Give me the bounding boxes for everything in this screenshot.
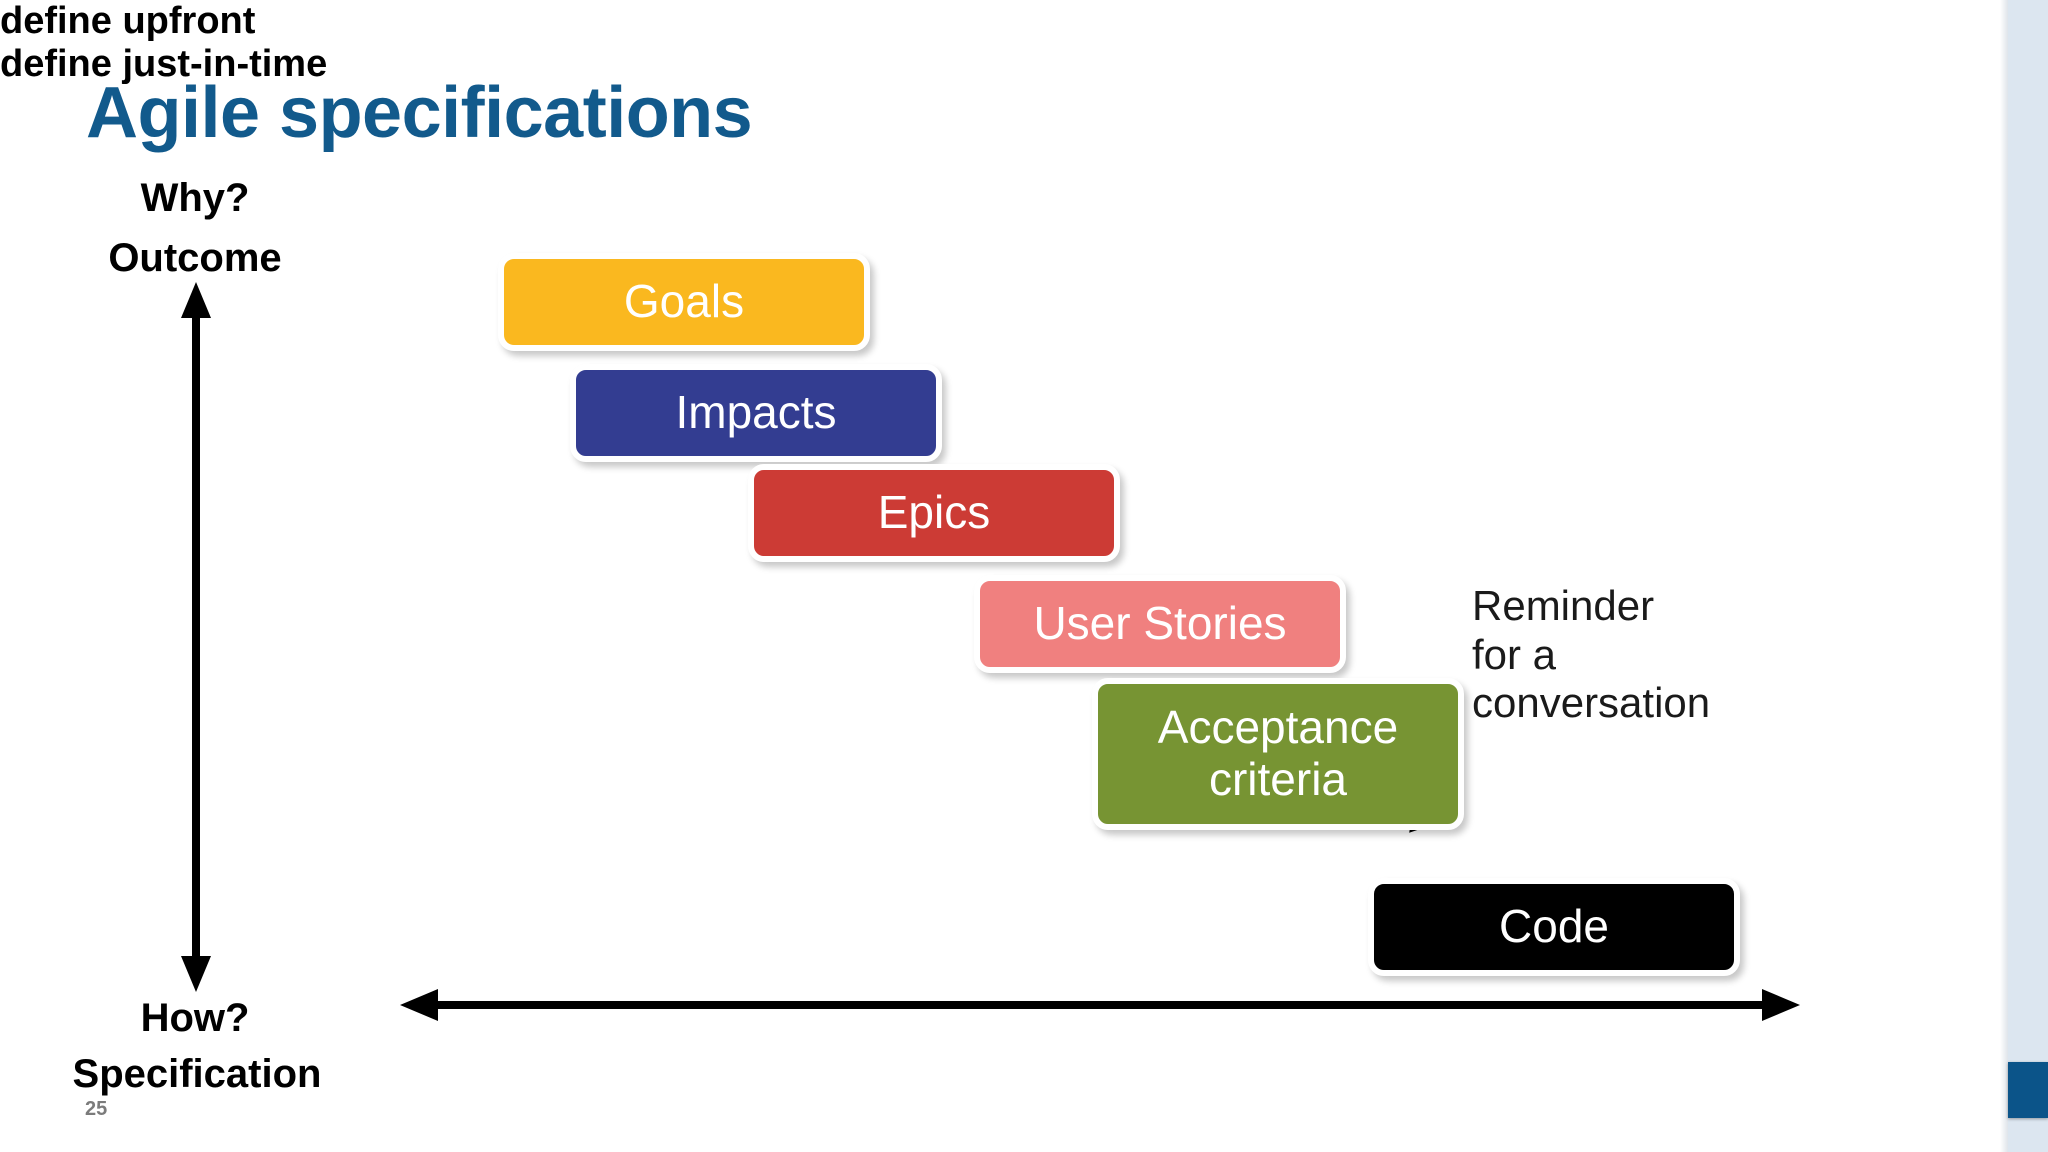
- box-impacts[interactable]: Impacts: [570, 364, 942, 462]
- box-epics-label: Epics: [877, 486, 991, 539]
- box-acceptance-criteria-label-line1: Acceptance: [1157, 701, 1399, 754]
- vertical-axis-top-label-outcome: Outcome: [108, 236, 282, 280]
- horizontal-double-arrow-icon: [400, 989, 1800, 1021]
- vertical-axis-top-label-why: Why?: [140, 176, 250, 220]
- box-user-stories-label: User Stories: [1033, 597, 1287, 650]
- page-title: Agile specifications: [86, 73, 753, 153]
- annotation-line-2: for a: [1472, 630, 1557, 678]
- annotation-reminder-for-a-conversation: Reminder for a conversation: [1472, 582, 1772, 728]
- vertical-axis-bottom-label-specification: Specification: [72, 1052, 322, 1096]
- right-edge-shadow: [2000, 0, 2009, 1152]
- box-goals-label: Goals: [623, 275, 745, 328]
- horizontal-axis-right-label: define just-in-time: [0, 43, 328, 85]
- box-epics[interactable]: Epics: [748, 464, 1120, 562]
- right-edge-strip: [2008, 0, 2048, 1152]
- right-edge-accent-block: [2008, 1062, 2048, 1118]
- box-impacts-label: Impacts: [675, 386, 837, 439]
- vertical-double-arrow-icon: [181, 282, 211, 992]
- box-code-label: Code: [1499, 900, 1609, 953]
- annotation-line-3: conversation: [1472, 679, 1711, 727]
- box-goals[interactable]: Goals: [498, 253, 870, 351]
- vertical-axis-bottom-label-how: How?: [140, 996, 250, 1040]
- box-user-stories[interactable]: User Stories: [974, 575, 1346, 673]
- box-acceptance-criteria-label-line2: criteria: [1208, 753, 1348, 805]
- box-acceptance-criteria[interactable]: Acceptance criteria: [1092, 678, 1464, 830]
- annotation-line-1: Reminder: [1472, 582, 1655, 629]
- page-number: 25: [85, 1098, 108, 1120]
- box-code[interactable]: Code: [1368, 878, 1740, 976]
- horizontal-axis-left-label: define upfront: [0, 0, 256, 42]
